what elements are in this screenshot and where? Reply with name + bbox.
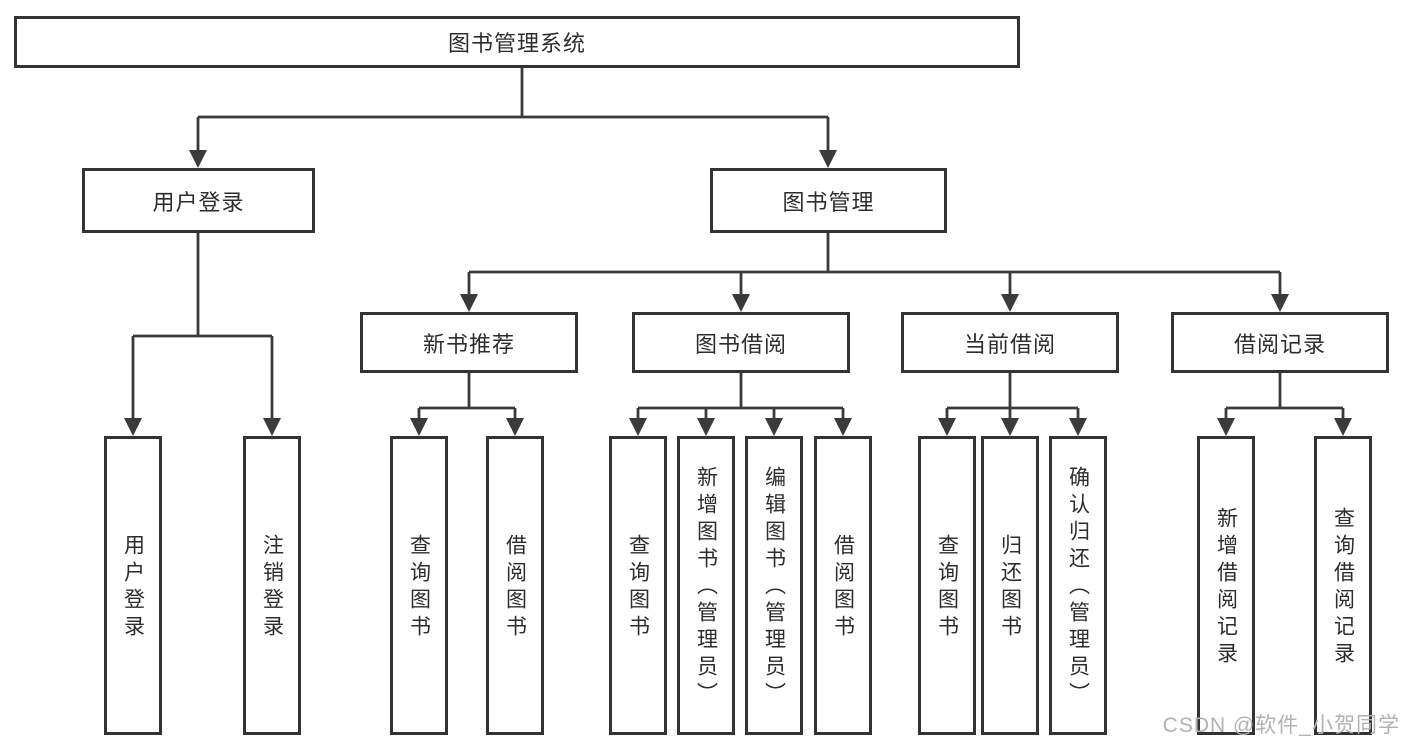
- connector-bookmgmt-to-modules: [460, 233, 1289, 312]
- leaf-add-book-admin: 新增图书（管理员）: [677, 436, 735, 735]
- connector-bookborrow-to-leaves: [629, 373, 852, 436]
- leaf-return-book: 归还图书: [981, 436, 1039, 735]
- connector-newbook-to-leaves: [410, 373, 524, 436]
- connector-borrowrecord-to-leaves: [1217, 373, 1352, 436]
- node-book-management-branch: 图书管理: [710, 168, 947, 233]
- leaf-query-borrow-record: 查询借阅记录: [1314, 436, 1372, 735]
- node-book-borrow: 图书借阅: [632, 312, 850, 373]
- leaf-query-book-3: 查询图书: [918, 436, 976, 735]
- leaf-logout: 注销登录: [243, 436, 301, 735]
- node-library-management-system: 图书管理系统: [14, 16, 1020, 68]
- node-current-borrow: 当前借阅: [901, 312, 1119, 373]
- leaf-user-login: 用户登录: [104, 436, 162, 735]
- leaf-borrow-book-1: 借阅图书: [486, 436, 544, 735]
- leaf-query-book-1: 查询图书: [390, 436, 448, 735]
- leaf-confirm-return-admin: 确认归还（管理员）: [1049, 436, 1107, 735]
- node-borrow-record: 借阅记录: [1171, 312, 1389, 373]
- connector-root-to-level2: [189, 68, 837, 168]
- connector-currentborrow-to-leaves: [938, 373, 1087, 436]
- node-new-book-recommend: 新书推荐: [360, 312, 578, 373]
- connector-userlogin-to-leaves: [124, 233, 281, 436]
- leaf-add-borrow-record: 新增借阅记录: [1197, 436, 1255, 735]
- node-user-login-branch: 用户登录: [82, 168, 315, 233]
- leaf-edit-book-admin: 编辑图书（管理员）: [745, 436, 803, 735]
- csdn-watermark: CSDN @软件_小贺同学: [1162, 714, 1400, 737]
- leaf-borrow-book-2: 借阅图书: [814, 436, 872, 735]
- leaf-query-book-2: 查询图书: [609, 436, 667, 735]
